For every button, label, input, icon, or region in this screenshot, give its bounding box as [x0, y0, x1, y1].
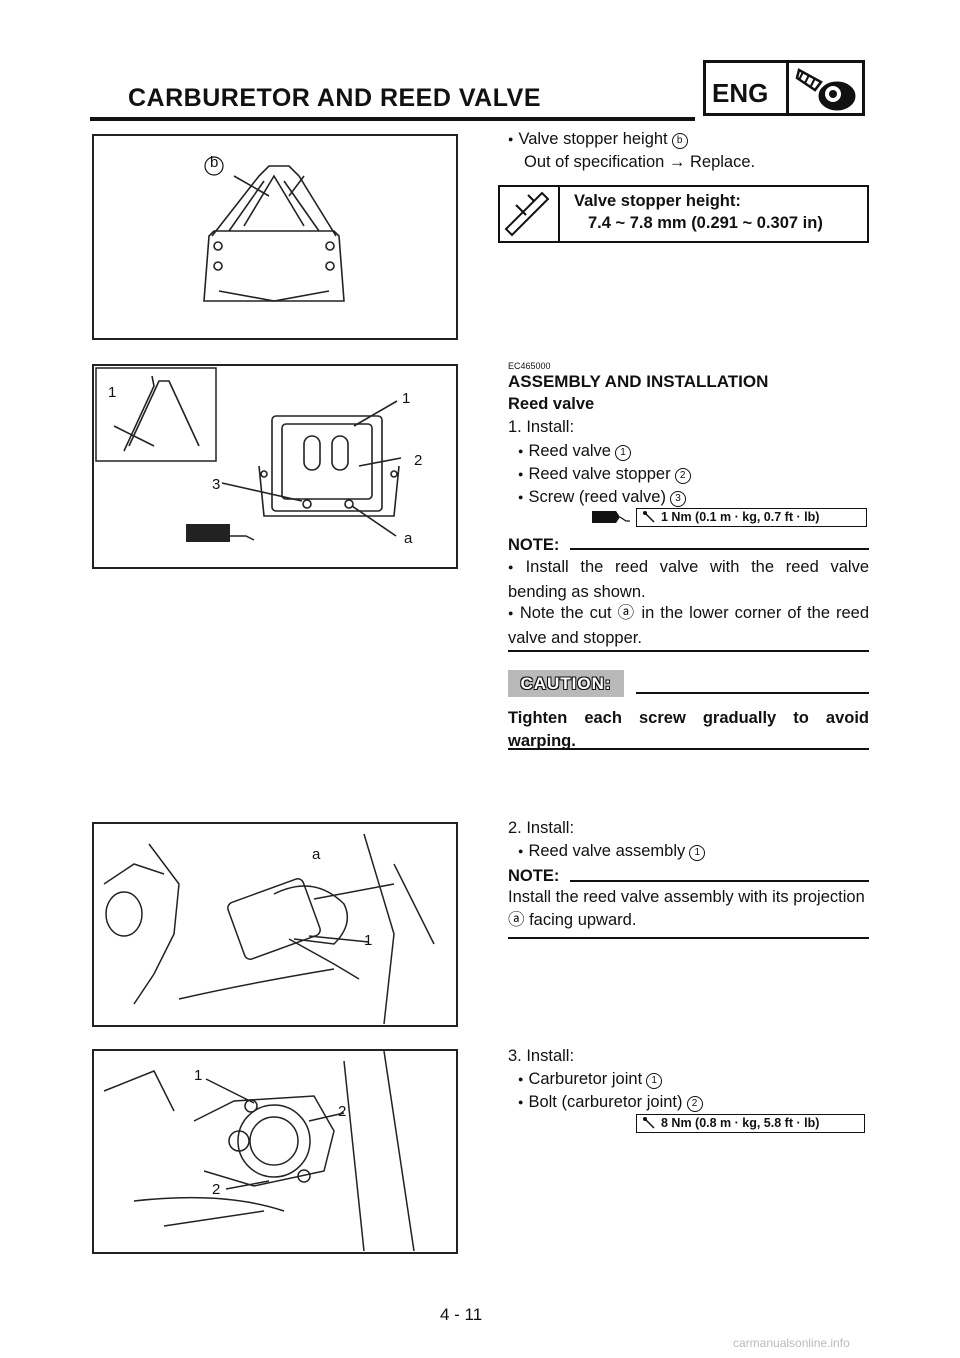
callout-2-lower: 2	[212, 1181, 221, 1198]
reed-valve-exploded-illustration	[95, 367, 402, 542]
reed-valve-install-illustration	[103, 833, 435, 1025]
torque-value-1: 1 Nm (0.1 m · kg, 0.7 ft · lb)	[661, 510, 820, 524]
callout-1-inset: 1	[108, 384, 117, 401]
note-rule-top	[570, 548, 869, 550]
reed-valve-subheading: Reed valve	[508, 395, 595, 413]
callout-3: 3	[212, 476, 221, 493]
spec-icon-cell	[498, 185, 560, 243]
callout-a: a	[312, 846, 321, 863]
spec-box	[498, 185, 869, 243]
caliper-icon	[504, 191, 550, 237]
note2-rule-top	[570, 880, 869, 882]
item-label: Screw (reed valve)	[528, 488, 666, 506]
callout-2-upper: 2	[338, 1103, 347, 1120]
caution-text: Tighten each screw gradually to avoid wa…	[508, 709, 869, 750]
torque-spec-1: 1 Nm (0.1 m · kg, 0.7 ft · lb)	[636, 508, 867, 527]
note-2-text: Note the cut ⓐ in the lower corner of th…	[508, 604, 870, 647]
watermark: carmanualsonline.info	[733, 1336, 850, 1350]
step-3: 3. Install:	[508, 1047, 575, 1065]
reed-valve-assembly-figure: 1 1 2 3 a	[92, 364, 458, 569]
page-number: 4 - 11	[440, 1305, 483, 1324]
note2-rule-bottom	[508, 937, 869, 939]
callout-a: a	[404, 530, 413, 547]
valve-stopper-height-label: Valve stopper height	[518, 130, 668, 148]
item-label: Reed valve assembly	[528, 842, 686, 860]
callout-1: 1	[402, 390, 411, 407]
torque-spec-2: 8 Nm (0.8 m · kg, 5.8 ft · lb)	[636, 1114, 865, 1133]
item-label: Reed valve	[528, 442, 611, 460]
note-1: Install the reed valve with the reed val…	[508, 556, 869, 604]
note-label-1: NOTE:	[508, 536, 560, 554]
note-1-text: Install the reed valve with the reed val…	[508, 558, 870, 601]
carburetor-joint-figure: 1 2 2	[92, 1049, 458, 1254]
torque-wrench-icon	[643, 511, 655, 523]
ref-3: 3	[669, 491, 686, 507]
reed-valve-illustration	[203, 156, 345, 302]
thread-locker-icon	[592, 511, 630, 523]
callout-1: 1	[194, 1067, 203, 1084]
engine-icon	[795, 68, 856, 111]
caution-rule-bottom	[508, 748, 869, 750]
valve-stopper-figure: b	[92, 134, 458, 340]
note-rule-bottom	[508, 650, 869, 652]
section-badge-divider	[786, 60, 789, 116]
ref-b: b	[671, 133, 688, 149]
out-of-spec-text: Out of specification → Replace.	[524, 153, 756, 171]
step-2: 2. Install:	[508, 819, 575, 837]
assembly-heading: ASSEMBLY AND INSTALLATION	[508, 372, 769, 391]
item-label: Bolt (carburetor joint)	[528, 1093, 683, 1111]
install-item-screw: Screw (reed valve)3	[518, 486, 686, 511]
page-header-title: CARBURETOR AND REED VALVE	[128, 84, 541, 112]
note-2: Note the cut ⓐ in the lower corner of th…	[508, 602, 869, 650]
callout-1: 1	[364, 932, 373, 949]
header-rule	[90, 117, 695, 121]
reed-valve-install-figure: a 1	[92, 822, 458, 1027]
spec-value: 7.4 ~ 7.8 mm (0.291 ~ 0.307 in)	[588, 214, 823, 232]
ref-1: 1	[646, 1073, 663, 1089]
ref-2: 2	[674, 468, 691, 484]
caution-badge: CAUTION:	[508, 670, 624, 697]
step-1: 1. Install:	[508, 418, 575, 436]
carburetor-joint-illustration	[103, 1050, 415, 1252]
item-label: Carburetor joint	[528, 1070, 643, 1088]
callout-b: b	[210, 154, 219, 171]
ref-1: 1	[689, 845, 706, 861]
torque-wrench-icon	[643, 1117, 655, 1129]
spec-title: Valve stopper height:	[574, 192, 741, 210]
section-code: EC465000	[508, 361, 551, 371]
note-label-2: NOTE:	[508, 867, 560, 885]
caution-rule-top	[636, 692, 869, 694]
section-badge-label: ENG	[712, 78, 769, 108]
section-badge-box	[703, 60, 865, 116]
item-label: Reed valve stopper	[528, 465, 671, 483]
ref-2: 2	[686, 1096, 703, 1112]
install-item-bolt: Bolt (carburetor joint)2	[518, 1091, 703, 1116]
note-2-text: Install the reed valve assembly with its…	[508, 888, 865, 929]
callout-2: 2	[414, 452, 423, 469]
torque-value-2: 8 Nm (0.8 m · kg, 5.8 ft · lb)	[661, 1116, 820, 1130]
ref-1: 1	[615, 445, 631, 461]
